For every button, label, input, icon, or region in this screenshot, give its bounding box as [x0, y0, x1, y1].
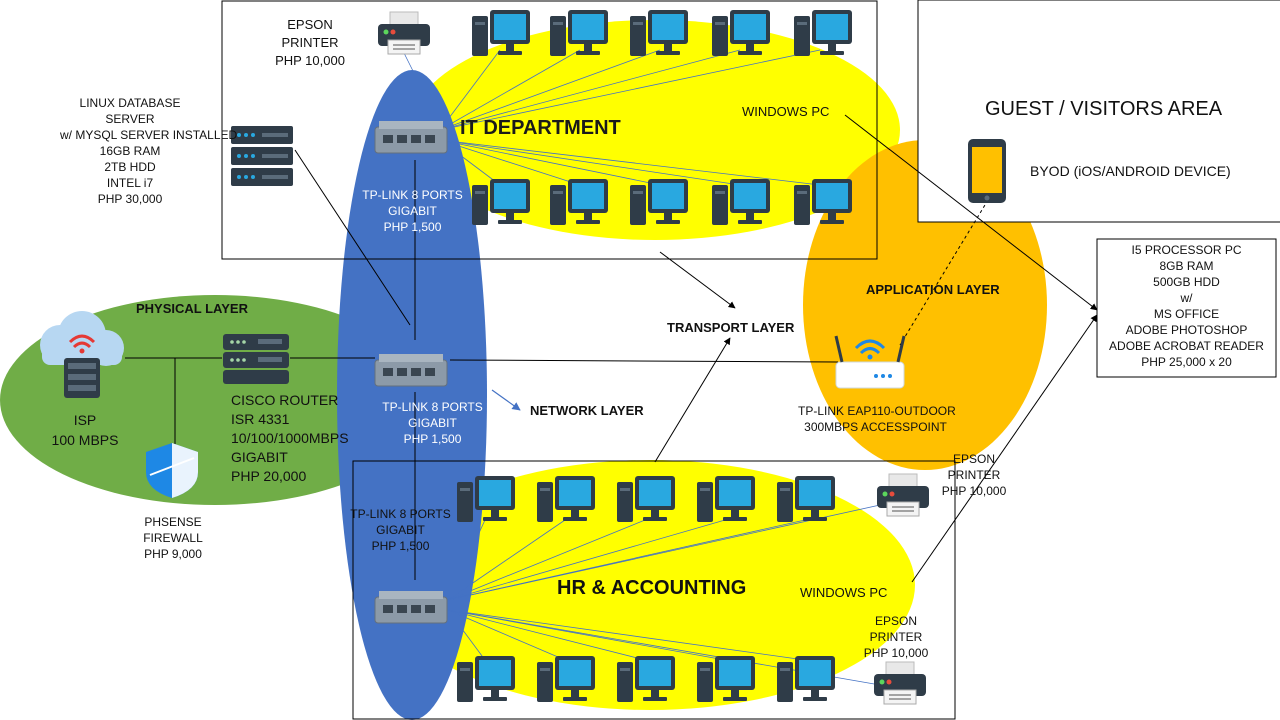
line: TP-LINK 8 PORTS: [382, 400, 483, 414]
epson-printer-it-label: EPSON PRINTER PHP 10,000: [260, 16, 360, 70]
line: CISCO ROUTER: [231, 392, 339, 408]
line: PHSENSE: [144, 515, 202, 529]
hr-connection-lines: [447, 504, 881, 686]
printer-icon: [873, 661, 927, 705]
line: TP-LINK 8 PORTS: [350, 507, 451, 521]
it-switch-icon: [374, 120, 448, 154]
line: w/: [1180, 291, 1193, 305]
line: ISP: [73, 412, 97, 428]
application-layer-label: APPLICATION LAYER: [866, 282, 1000, 297]
network-layer-zone: [337, 70, 487, 720]
line: PHP 1,500: [371, 539, 430, 553]
line: EPSON: [874, 614, 917, 628]
line: 100 MBPS: [51, 432, 119, 448]
line: 300MBPS ACCESSPOINT: [804, 420, 947, 434]
access-point-icon: [834, 335, 906, 389]
it-windows-pc-label: WINDOWS PC: [742, 104, 830, 119]
hr-pc-icon: [777, 656, 835, 702]
it-pc-icon: [794, 10, 852, 56]
switch-it-label: TP-LINK 8 PORTS GIGABIT PHP 1,500: [360, 187, 465, 235]
line: TP-LINK 8 PORTS: [362, 188, 463, 202]
hr-switch-icon: [374, 590, 448, 624]
phone-icon: [968, 139, 1006, 203]
line: ISR 4331: [231, 411, 290, 427]
line: EPSON: [287, 17, 333, 32]
line: EPSON: [952, 452, 995, 466]
line: MS OFFICE: [1153, 307, 1220, 321]
line: LINUX DATABASE: [79, 96, 181, 110]
network-layer-label: NETWORK LAYER: [530, 403, 644, 418]
line: 500GB HDD: [1153, 275, 1220, 289]
byod-label: BYOD (iOS/ANDROID DEVICE): [1030, 163, 1231, 179]
hr-accounting-box: [352, 460, 956, 720]
firewall-label: PHSENSE FIREWALL PHP 9,000: [128, 514, 218, 562]
backbone-lines: [125, 149, 839, 580]
line: FIREWALL: [143, 531, 203, 545]
router-icon: [223, 334, 289, 384]
line: 16GB RAM: [99, 144, 161, 158]
switch-hr-label: TP-LINK 8 PORTS GIGABIT PHP 1,500: [348, 506, 453, 554]
line: PHP 9,000: [144, 547, 202, 561]
guest-area-title: GUEST / VISITORS AREA: [985, 98, 1223, 120]
physical-layer-title: PHYSICAL LAYER: [136, 301, 248, 316]
line: PHP 1,500: [383, 220, 442, 234]
line: GIGABIT: [408, 416, 457, 430]
line: GIGABIT: [388, 204, 437, 218]
layer-arrows: [654, 114, 1098, 583]
linux-server-label: LINUX DATABASE SERVER w/ MYSQL SERVER IN…: [60, 95, 238, 207]
line: PHP 30,000: [97, 192, 163, 206]
server-icon: [231, 126, 293, 186]
line: TP-LINK EAP110-OUTDOOR: [798, 404, 956, 418]
firewall-shield-icon: [146, 443, 198, 498]
line: SERVER: [105, 112, 155, 126]
it-department-title: IT DEPARTMENT: [460, 117, 621, 139]
line: 10/100/1000MBPS: [231, 430, 349, 446]
line: w/ MYSQL SERVER INSTALLED: [60, 128, 238, 142]
line: ADOBE ACROBAT READER: [1109, 339, 1264, 353]
access-point-label: TP-LINK EAP110-OUTDOOR 300MBPS ACCESSPOI…: [798, 403, 956, 435]
printer-icon: [377, 11, 431, 55]
hr-yellow-zone: [385, 460, 915, 710]
pc-spec-box: [1096, 238, 1277, 378]
it-connection-lines: [399, 44, 821, 186]
line: PHP 10,000: [941, 484, 1007, 498]
router-label: CISCO ROUTER ISR 4331 10/100/1000MBPS GI…: [231, 391, 349, 486]
epson-printer-hr-bottom-label: EPSON PRINTER PHP 10,000: [858, 613, 934, 661]
isp-cloud-icon: [40, 311, 124, 398]
switch-core-label: TP-LINK 8 PORTS GIGABIT PHP 1,500: [380, 399, 485, 447]
printer-icon: [876, 473, 930, 517]
line: I5 PROCESSOR PC: [1131, 243, 1242, 257]
it-yellow-zone: [410, 20, 900, 240]
transport-layer-label: TRANSPORT LAYER: [667, 320, 795, 335]
line: GIGABIT: [231, 449, 288, 465]
line: PRINTER: [947, 468, 1001, 482]
line: PRINTER: [869, 630, 923, 644]
line: PHP 10,000: [863, 646, 929, 660]
it-department-box: [221, 0, 878, 260]
isp-label: ISP 100 MBPS: [40, 410, 130, 450]
line: 2TB HDD: [104, 160, 156, 174]
pc-spec-label: I5 PROCESSOR PC 8GB RAM 500GB HDD w/ MS …: [1105, 242, 1268, 370]
hr-windows-pc-label: WINDOWS PC: [800, 585, 888, 600]
line: PHP 10,000: [275, 53, 345, 68]
line: PHP 20,000: [231, 468, 307, 484]
line: ADOBE PHOTOSHOP: [1125, 323, 1248, 337]
wireless-link: [899, 199, 989, 346]
epson-printer-hr-top-label: EPSON PRINTER PHP 10,000: [935, 451, 1013, 499]
line: PHP 1,500: [403, 432, 462, 446]
hr-pc-icon: [457, 656, 515, 702]
network-layer-arrow: [491, 389, 521, 411]
line: 8GB RAM: [1159, 259, 1214, 273]
line: INTEL i7: [106, 176, 154, 190]
line: PRINTER: [281, 35, 339, 50]
line: PHP 25,000 x 20: [1141, 355, 1232, 369]
hr-accounting-title: HR & ACCOUNTING: [557, 577, 747, 599]
line: GIGABIT: [376, 523, 425, 537]
core-switch-icon: [374, 353, 448, 387]
